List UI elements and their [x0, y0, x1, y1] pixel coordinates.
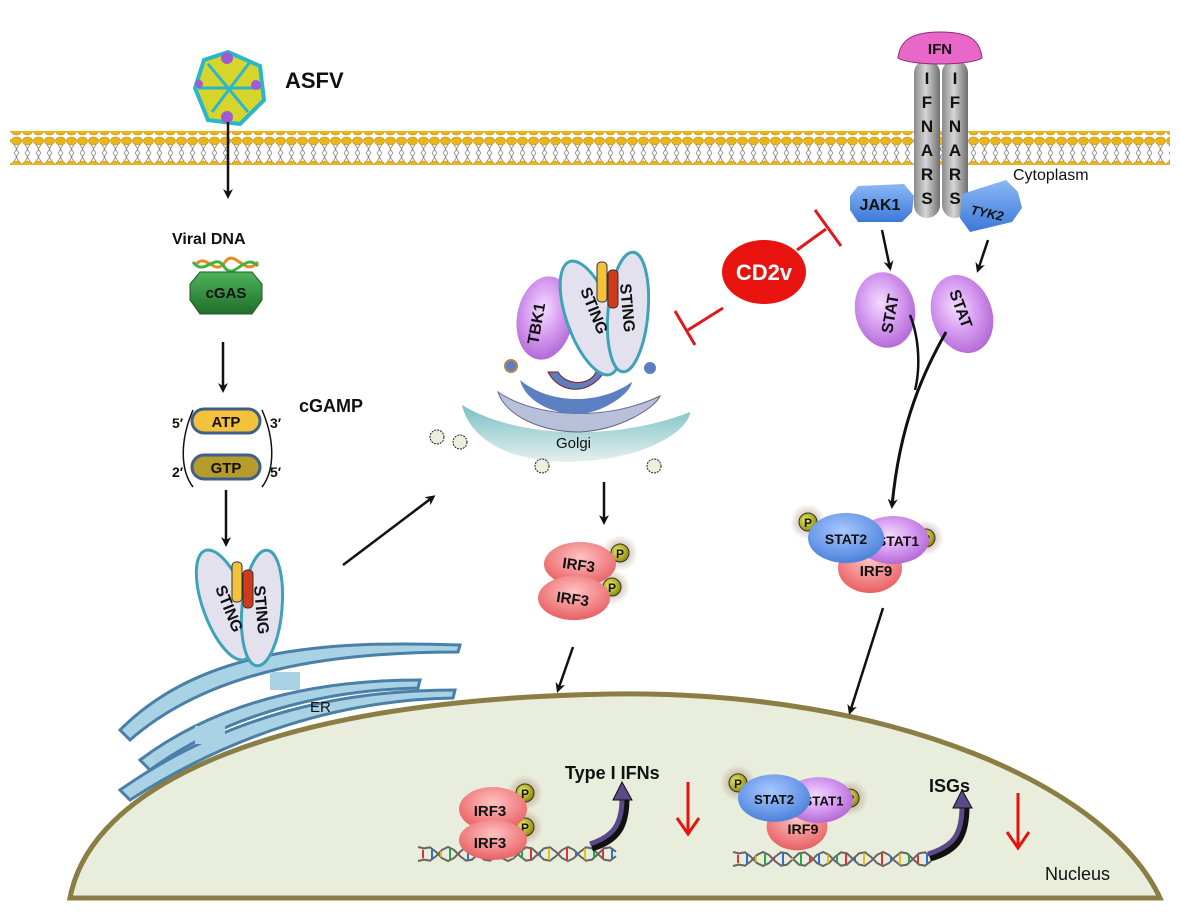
transcription-arrowhead-isg — [952, 788, 973, 809]
ifnar-letter: F — [950, 93, 960, 112]
viral-dna-label: Viral DNA — [172, 231, 246, 248]
transcription-arrow-ifn — [590, 797, 630, 852]
type1-ifns-label: Type I IFNs — [565, 763, 660, 783]
irf3-protein — [459, 820, 527, 860]
svg-text:2′: 2′ — [172, 464, 184, 480]
inhibition-cd2v-jak1 — [796, 209, 843, 252]
irf9-label: IRF9 — [788, 822, 819, 838]
isgf3-complex-cytoplasm: PPIRF9STAT1STAT2 — [790, 504, 944, 593]
isgs-label: ISGs — [929, 776, 970, 796]
transcription-arrow-ifn-fill — [589, 797, 625, 847]
phosphate-label: P — [608, 581, 616, 595]
isgf3-complex-nucleus: PPIRF9STAT1STAT2 — [720, 764, 869, 851]
arrow-isgf3-nucleus — [847, 607, 885, 715]
viral-dna-icon — [191, 256, 260, 273]
ifnar-letter: F — [922, 93, 932, 112]
svg-text:STING: STING — [616, 283, 637, 333]
er-organelle — [117, 642, 462, 802]
transcription-arrow-isg — [928, 805, 970, 862]
er-label: ER — [310, 699, 331, 716]
jak1-kinase: JAK1 — [850, 184, 914, 222]
phosphate-label: P — [521, 821, 529, 835]
irf3-protein — [459, 787, 527, 831]
plasma-membrane — [10, 131, 1170, 165]
ifnar-letter: N — [949, 117, 961, 136]
svg-text:IFN: IFN — [928, 41, 952, 58]
svg-text:GTP: GTP — [211, 460, 242, 477]
asfv-virus-icon — [192, 49, 267, 127]
ifnar-letter: S — [921, 189, 932, 208]
svg-text:5′: 5′ — [172, 415, 184, 431]
stat2-protein — [738, 774, 811, 822]
tbk1-sting-complex: TBK1 STING STING — [516, 250, 651, 377]
nucleus-label: Nucleus — [1045, 864, 1110, 884]
stat1-label: STAT1 — [877, 533, 919, 549]
ifnar-letter: I — [925, 69, 930, 88]
ifnar-letter: A — [921, 141, 933, 160]
tyk2-kinase: TYK2 — [960, 180, 1022, 232]
arrow-jak1-stat — [880, 229, 894, 271]
svg-text:CD2v: CD2v — [736, 260, 793, 285]
phosphate-label: P — [734, 777, 742, 791]
inhibition-cd2v-sting — [673, 306, 724, 346]
stat2-label: STAT2 — [754, 792, 794, 807]
decrease-arrow-ifn — [675, 782, 701, 837]
dna-helix-isg — [732, 850, 932, 868]
irf3-protein — [538, 576, 610, 620]
asfv-label: ASFV — [285, 68, 344, 93]
svg-text:STAT: STAT — [879, 293, 903, 335]
ifnar-letter: S — [949, 189, 960, 208]
irf3-protein — [544, 542, 616, 586]
cgas-protein: cGAS — [189, 271, 263, 315]
arrow-irf3-nucleus — [555, 646, 575, 693]
cgamp-label: cGAMP — [299, 396, 363, 416]
cytoplasm-label: Cytoplasm — [1013, 167, 1089, 184]
decrease-arrow-isg — [1005, 793, 1031, 851]
svg-text:3′: 3′ — [270, 415, 282, 431]
irf9-label: IRF9 — [860, 563, 893, 580]
svg-text:cGAS: cGAS — [206, 285, 247, 302]
arrow-er-golgi — [342, 495, 436, 566]
stat2-protein — [808, 513, 884, 563]
irf3-label: IRF3 — [555, 589, 590, 610]
ifn-ligand: IFN — [897, 31, 983, 65]
cgamp-molecule: ATP GTP 5′ 3′ 2′ 5′ — [172, 407, 282, 488]
golgi-label: Golgi — [556, 435, 591, 452]
ifnar-letter: A — [949, 141, 961, 160]
arrow-stat-merge-right — [887, 331, 948, 509]
transcription-arrow-isg-fill — [927, 805, 965, 857]
svg-text:5′: 5′ — [270, 464, 282, 480]
svg-text:TYK2: TYK2 — [969, 202, 1005, 224]
irf3-label: IRF3 — [561, 555, 596, 576]
phosphate-label: P — [804, 516, 812, 530]
arrow-stat-merge-left — [908, 314, 920, 391]
stat2-label: STAT2 — [825, 531, 867, 547]
ifnar-letter: R — [949, 165, 961, 184]
ifnar-letter: R — [921, 165, 933, 184]
svg-text:JAK1: JAK1 — [860, 197, 901, 214]
transcription-arrowhead-ifn — [612, 780, 633, 801]
sting-dimer-er: STING STING — [194, 548, 285, 668]
irf3-label: IRF3 — [474, 835, 507, 852]
ifnar-letter: I — [953, 69, 958, 88]
stat-monomer-left: STAT — [854, 272, 916, 348]
stat1-label: STAT1 — [803, 794, 844, 809]
svg-text:ATP: ATP — [212, 414, 241, 431]
golgi-organelle — [429, 359, 690, 474]
stat-monomer-right: STAT — [930, 275, 994, 353]
ifnar-letter: N — [921, 117, 933, 136]
irf3-label: IRF3 — [474, 803, 507, 820]
svg-text:STING: STING — [250, 585, 271, 635]
arrow-tyk2-stat — [975, 239, 990, 273]
phosphate-label: P — [616, 547, 624, 561]
cd2v-protein: CD2v — [722, 240, 806, 304]
phosphate-label: P — [521, 787, 529, 801]
